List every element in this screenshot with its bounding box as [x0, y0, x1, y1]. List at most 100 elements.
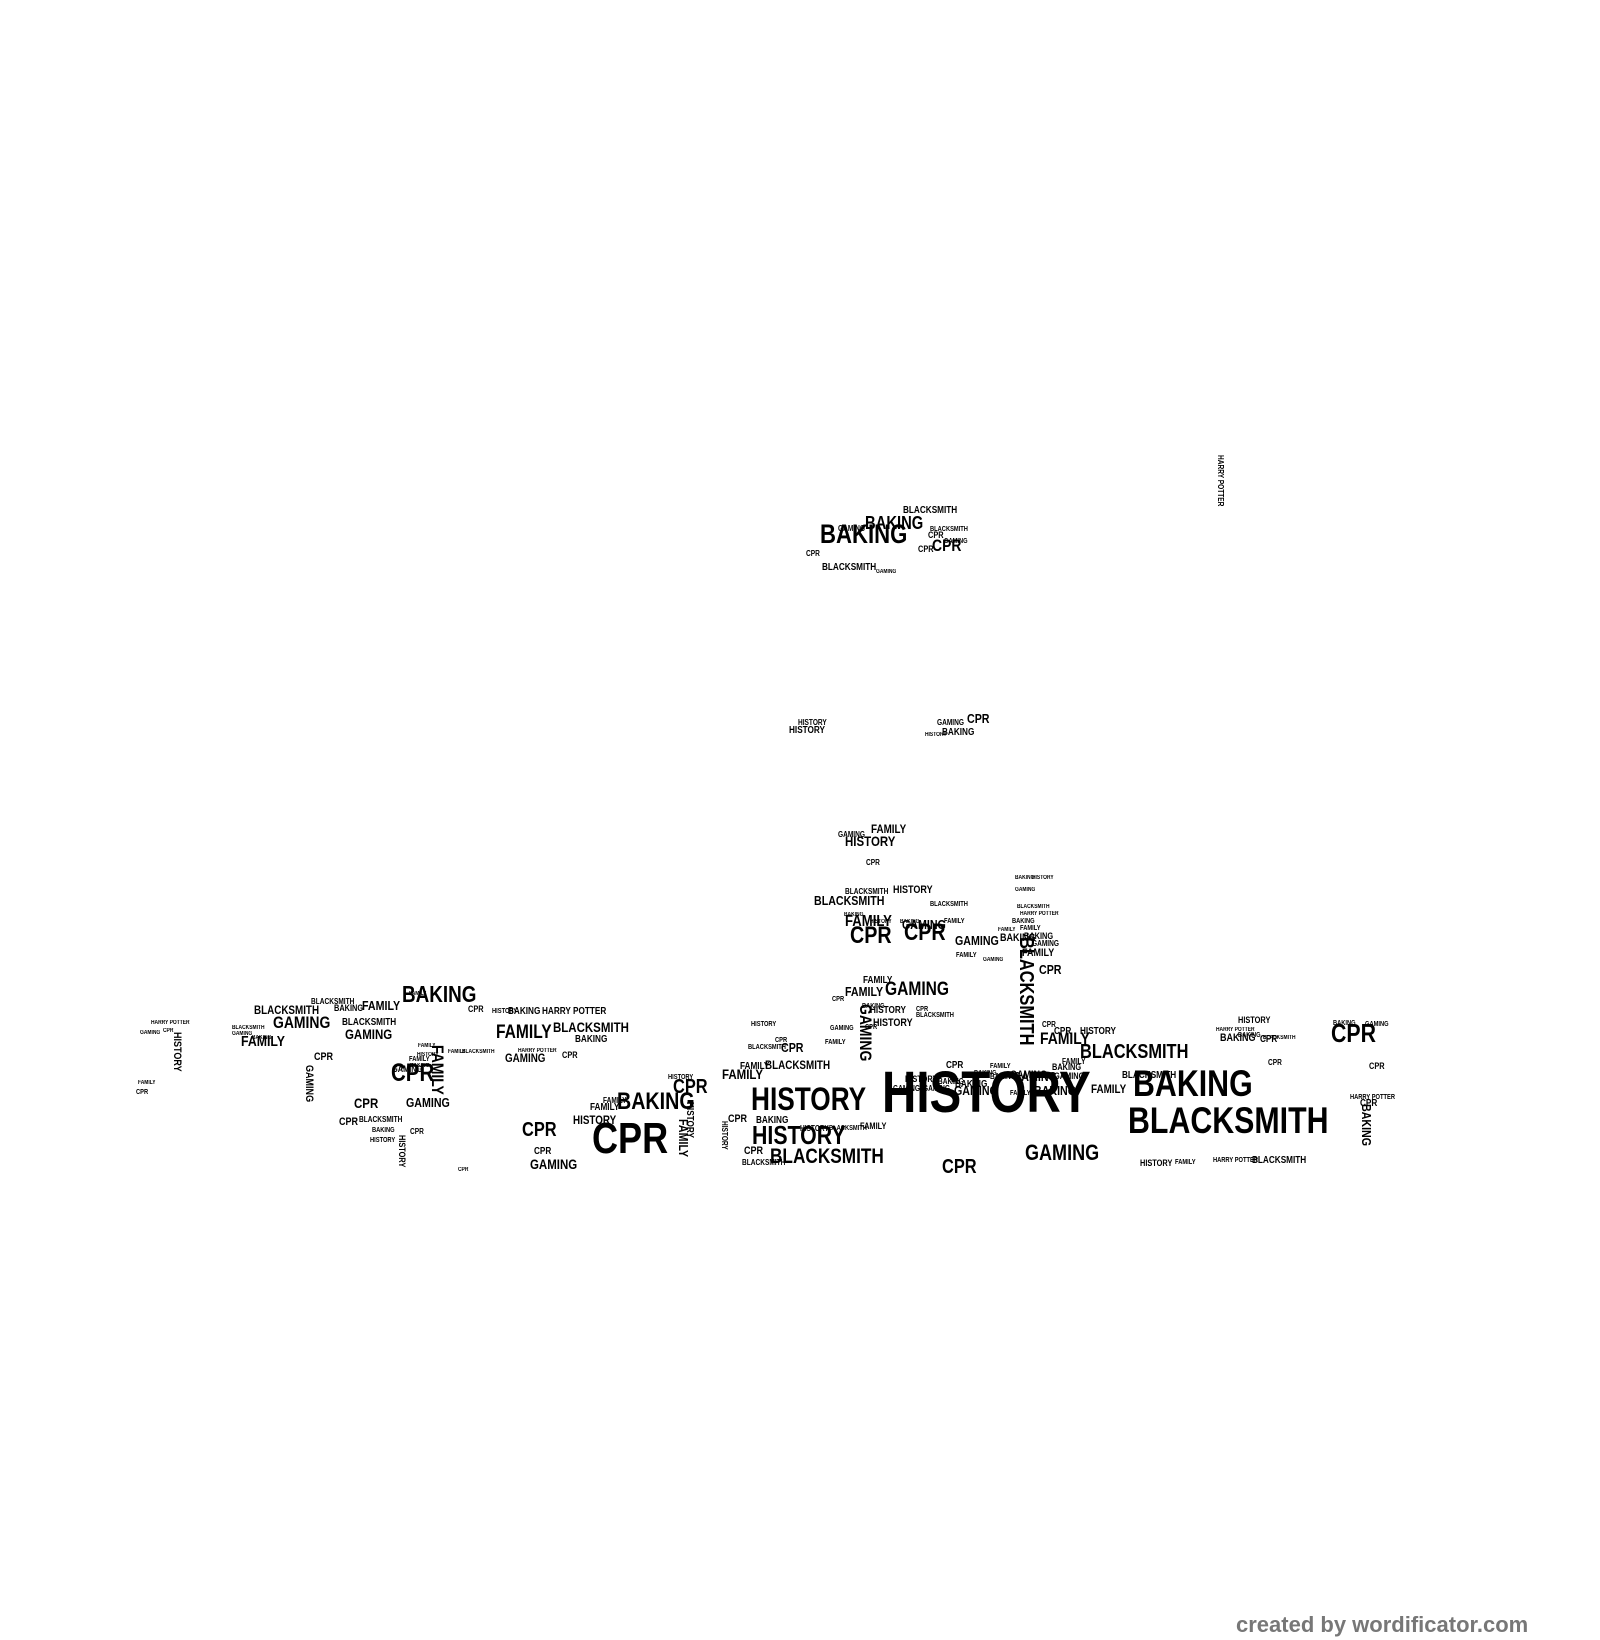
word-baking: BAKING	[1015, 874, 1035, 881]
word-gaming: GAMING	[937, 717, 964, 727]
word-gaming: GAMING	[838, 523, 865, 533]
word-gaming: GAMING	[876, 568, 897, 575]
word-cpr: CPR	[1268, 1057, 1282, 1067]
word-family: FAMILY	[871, 822, 907, 837]
word-gaming: GAMING	[392, 1063, 423, 1074]
word-gaming: GAMING	[406, 1095, 450, 1111]
word-family: FAMILY	[409, 990, 427, 997]
word-family: FAMILY	[448, 1048, 466, 1055]
word-baking: BAKING	[508, 1006, 541, 1017]
word-baking: BAKING	[617, 1088, 695, 1116]
word-cpr: CPR	[522, 1119, 557, 1141]
word-blacksmith: BLACKSMITH	[829, 1124, 867, 1132]
word-family: FAMILY	[590, 1102, 620, 1113]
word-cpr: CPR	[1042, 1019, 1056, 1029]
word-baking: BAKING	[974, 1069, 997, 1077]
word-history: HISTORY	[870, 1005, 907, 1016]
word-family: FAMILY	[138, 1079, 156, 1086]
word-blacksmith: BLACKSMITH	[311, 996, 355, 1006]
word-baking: BAKING	[1012, 917, 1035, 925]
word-family: FAMILY	[956, 951, 977, 959]
word-blacksmith: BLACKSMITH	[814, 893, 885, 909]
word-cpr: CPR	[1360, 1098, 1378, 1109]
word-baking: BAKING	[756, 1115, 789, 1126]
word-history: HISTORY	[925, 731, 947, 738]
word-family: FAMILY	[860, 1120, 887, 1131]
word-blacksmith: BLACKSMITH	[1015, 937, 1037, 1046]
word-family: FAMILY	[1175, 1158, 1196, 1166]
word-cpr: CPR	[673, 1076, 708, 1098]
word-blacksmith: BLACKSMITH	[1128, 1099, 1329, 1141]
word-baking: BAKING	[990, 1071, 1016, 1081]
word-history: HISTORY	[573, 1113, 617, 1128]
word-gaming: GAMING	[830, 1024, 854, 1032]
word-gaming: GAMING	[1015, 886, 1036, 893]
word-harry-potter: HARRY POTTER	[518, 1047, 557, 1054]
word-baking: BAKING	[865, 512, 924, 533]
word-cpr: CPR	[918, 543, 934, 554]
word-cpr: CPR	[967, 711, 990, 727]
word-history: HISTORY	[1238, 1014, 1271, 1025]
word-history: HISTORY	[798, 717, 827, 727]
word-blacksmith: BLACKSMITH	[1263, 1034, 1296, 1041]
word-harry-potter: HARRY POTTER	[1020, 910, 1059, 917]
word-cpr: CPR	[391, 1058, 435, 1087]
word-gaming: GAMING	[302, 1065, 315, 1103]
word-blacksmith: BLACKSMITH	[770, 1145, 884, 1169]
word-cpr: CPR	[946, 1060, 964, 1071]
word-blacksmith: BLACKSMITH	[1122, 1070, 1177, 1081]
word-baking: BAKING	[1024, 930, 1054, 941]
word-cpr: CPR	[592, 1114, 669, 1164]
word-history: HISTORY	[751, 1020, 777, 1028]
word-baking: BAKING	[334, 1002, 364, 1013]
word-gaming: GAMING	[1054, 1070, 1085, 1081]
word-cpr: CPR	[1369, 1060, 1385, 1071]
word-family: FAMILY	[722, 1066, 764, 1083]
word-cpr: CPR	[1331, 1017, 1377, 1048]
word-family: FAMILY	[825, 1038, 846, 1046]
word-gaming: GAMING	[273, 1012, 331, 1032]
word-family: FAMILY	[944, 917, 965, 925]
word-blacksmith: BLACKSMITH	[1080, 1041, 1189, 1063]
word-family: FAMILY	[1062, 1056, 1086, 1066]
credit-text: created by wordificator.com	[1236, 1612, 1529, 1637]
word-baking: BAKING	[938, 1076, 964, 1086]
word-blacksmith: BLACKSMITH	[822, 562, 877, 573]
word-cpr: CPR	[744, 1145, 764, 1158]
word-history: HISTORY	[370, 1136, 396, 1144]
word-family: FAMILY	[845, 984, 884, 1000]
word-gaming: GAMING	[1032, 938, 1059, 948]
word-baking: BAKING	[942, 727, 975, 738]
word-family: FAMILY	[1040, 1028, 1090, 1048]
word-baking: BAKING	[1220, 1032, 1256, 1045]
word-family: FAMILY	[863, 975, 893, 986]
word-blacksmith: BLACKSMITH	[742, 1157, 786, 1167]
word-baking: BAKING	[252, 1034, 272, 1041]
word-baking: BAKING	[1052, 1061, 1082, 1072]
word-history: HISTORY	[905, 1073, 938, 1084]
word-blacksmith: BLACKSMITH	[254, 1003, 320, 1018]
word-family: FAMILY	[362, 998, 401, 1014]
word-cpr: CPR	[1054, 1026, 1072, 1037]
word-baking: BAKING	[372, 1126, 395, 1134]
word-blacksmith: BLACKSMITH	[462, 1048, 495, 1055]
word-gaming: GAMING	[1025, 1140, 1100, 1166]
word-cpr: CPR	[728, 1113, 748, 1126]
word-harry-potter: HARRY POTTER	[1216, 1026, 1255, 1033]
word-gaming: GAMING	[1365, 1020, 1389, 1028]
word-cpr: CPR	[832, 995, 845, 1003]
word-baking: BAKING	[820, 518, 908, 549]
word-cpr: CPR	[1039, 962, 1062, 978]
word-harry-potter: HARRY POTTER	[151, 1019, 190, 1026]
word-blacksmith: BLACKSMITH	[845, 886, 889, 896]
word-cpr: CPR	[806, 548, 820, 558]
word-history: HISTORY	[1140, 1157, 1173, 1168]
word-baking: BAKING	[844, 911, 864, 918]
word-history: HISTORY	[882, 1059, 1091, 1125]
word-family: FAMILY	[427, 1044, 447, 1095]
word-gaming: GAMING	[944, 537, 968, 545]
word-family: FAMILY	[1091, 1082, 1127, 1097]
word-gaming: GAMING	[505, 1051, 546, 1066]
word-history: HISTORY	[893, 884, 933, 897]
